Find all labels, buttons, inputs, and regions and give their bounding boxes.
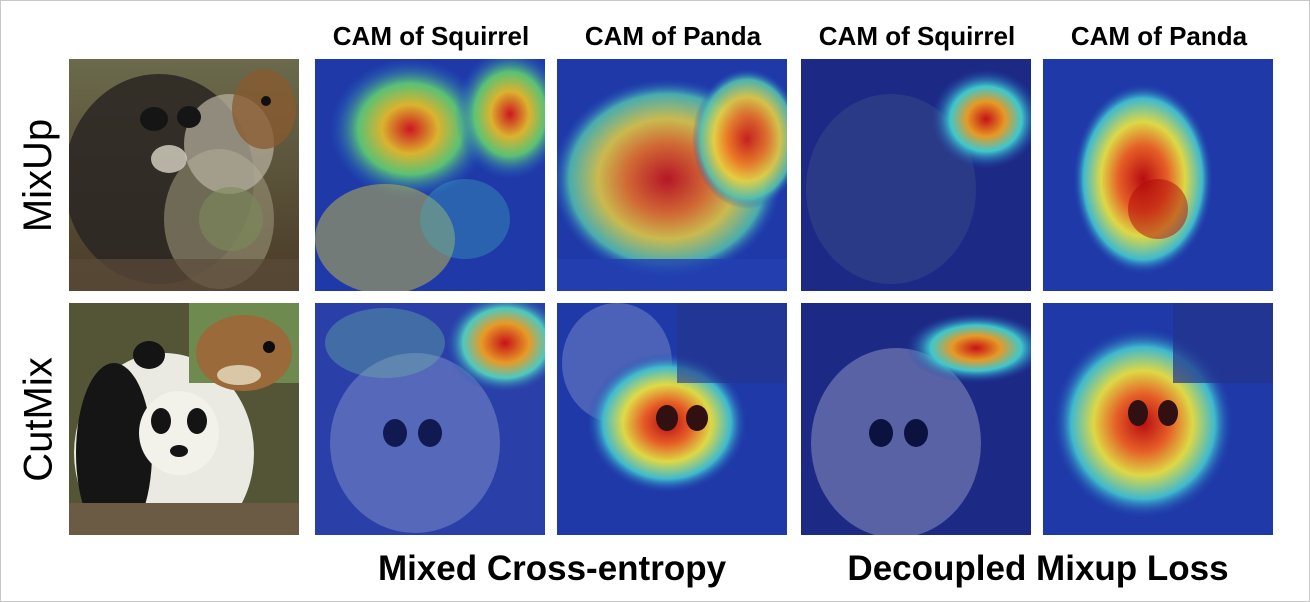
mixup-dm-cam-panda: [1043, 59, 1273, 291]
cutmix-input-image: [69, 303, 299, 535]
cutmix-dm-cam-squirrel-heatmap: [801, 303, 1031, 535]
cutmix-dm-cam-panda: [1043, 303, 1273, 535]
column-header-1: CAM of Squirrel: [332, 21, 530, 51]
mixup-dm-cam-squirrel: [801, 59, 1031, 291]
cutmix-input-image-graphic: [69, 303, 299, 535]
column-header-2: CAM of Panda: [584, 21, 762, 51]
group-label-decoupled-mixup-loss: Decoupled Mixup Loss: [847, 549, 1229, 588]
mixup-input-image: [69, 59, 299, 291]
column-header-4: CAM of Panda: [1070, 21, 1248, 51]
mixup-mce-cam-squirrel-heatmap: [315, 59, 545, 291]
cutmix-mce-cam-panda-heatmap: [557, 303, 787, 535]
cutmix-mce-cam-squirrel: [315, 303, 545, 535]
row-label-mixup: MixUp: [16, 118, 61, 232]
mixup-dm-cam-squirrel-heatmap: [801, 59, 1031, 291]
mixup-dm-cam-panda-heatmap: [1043, 59, 1273, 291]
mixup-mce-cam-panda-heatmap: [557, 59, 787, 291]
column-header-3: CAM of Squirrel: [818, 21, 1016, 51]
mixup-mce-cam-panda: [557, 59, 787, 291]
cutmix-dm-cam-panda-heatmap: [1043, 303, 1273, 535]
cutmix-mce-cam-squirrel-heatmap: [315, 303, 545, 535]
cutmix-mce-cam-panda: [557, 303, 787, 535]
mixup-mce-cam-squirrel: [315, 59, 545, 291]
cutmix-dm-cam-squirrel: [801, 303, 1031, 535]
mixup-input-image-graphic: [69, 59, 299, 291]
group-label-mixed-cross-entropy: Mixed Cross-entropy: [377, 549, 727, 588]
row-label-cutmix: CutMix: [16, 356, 61, 482]
